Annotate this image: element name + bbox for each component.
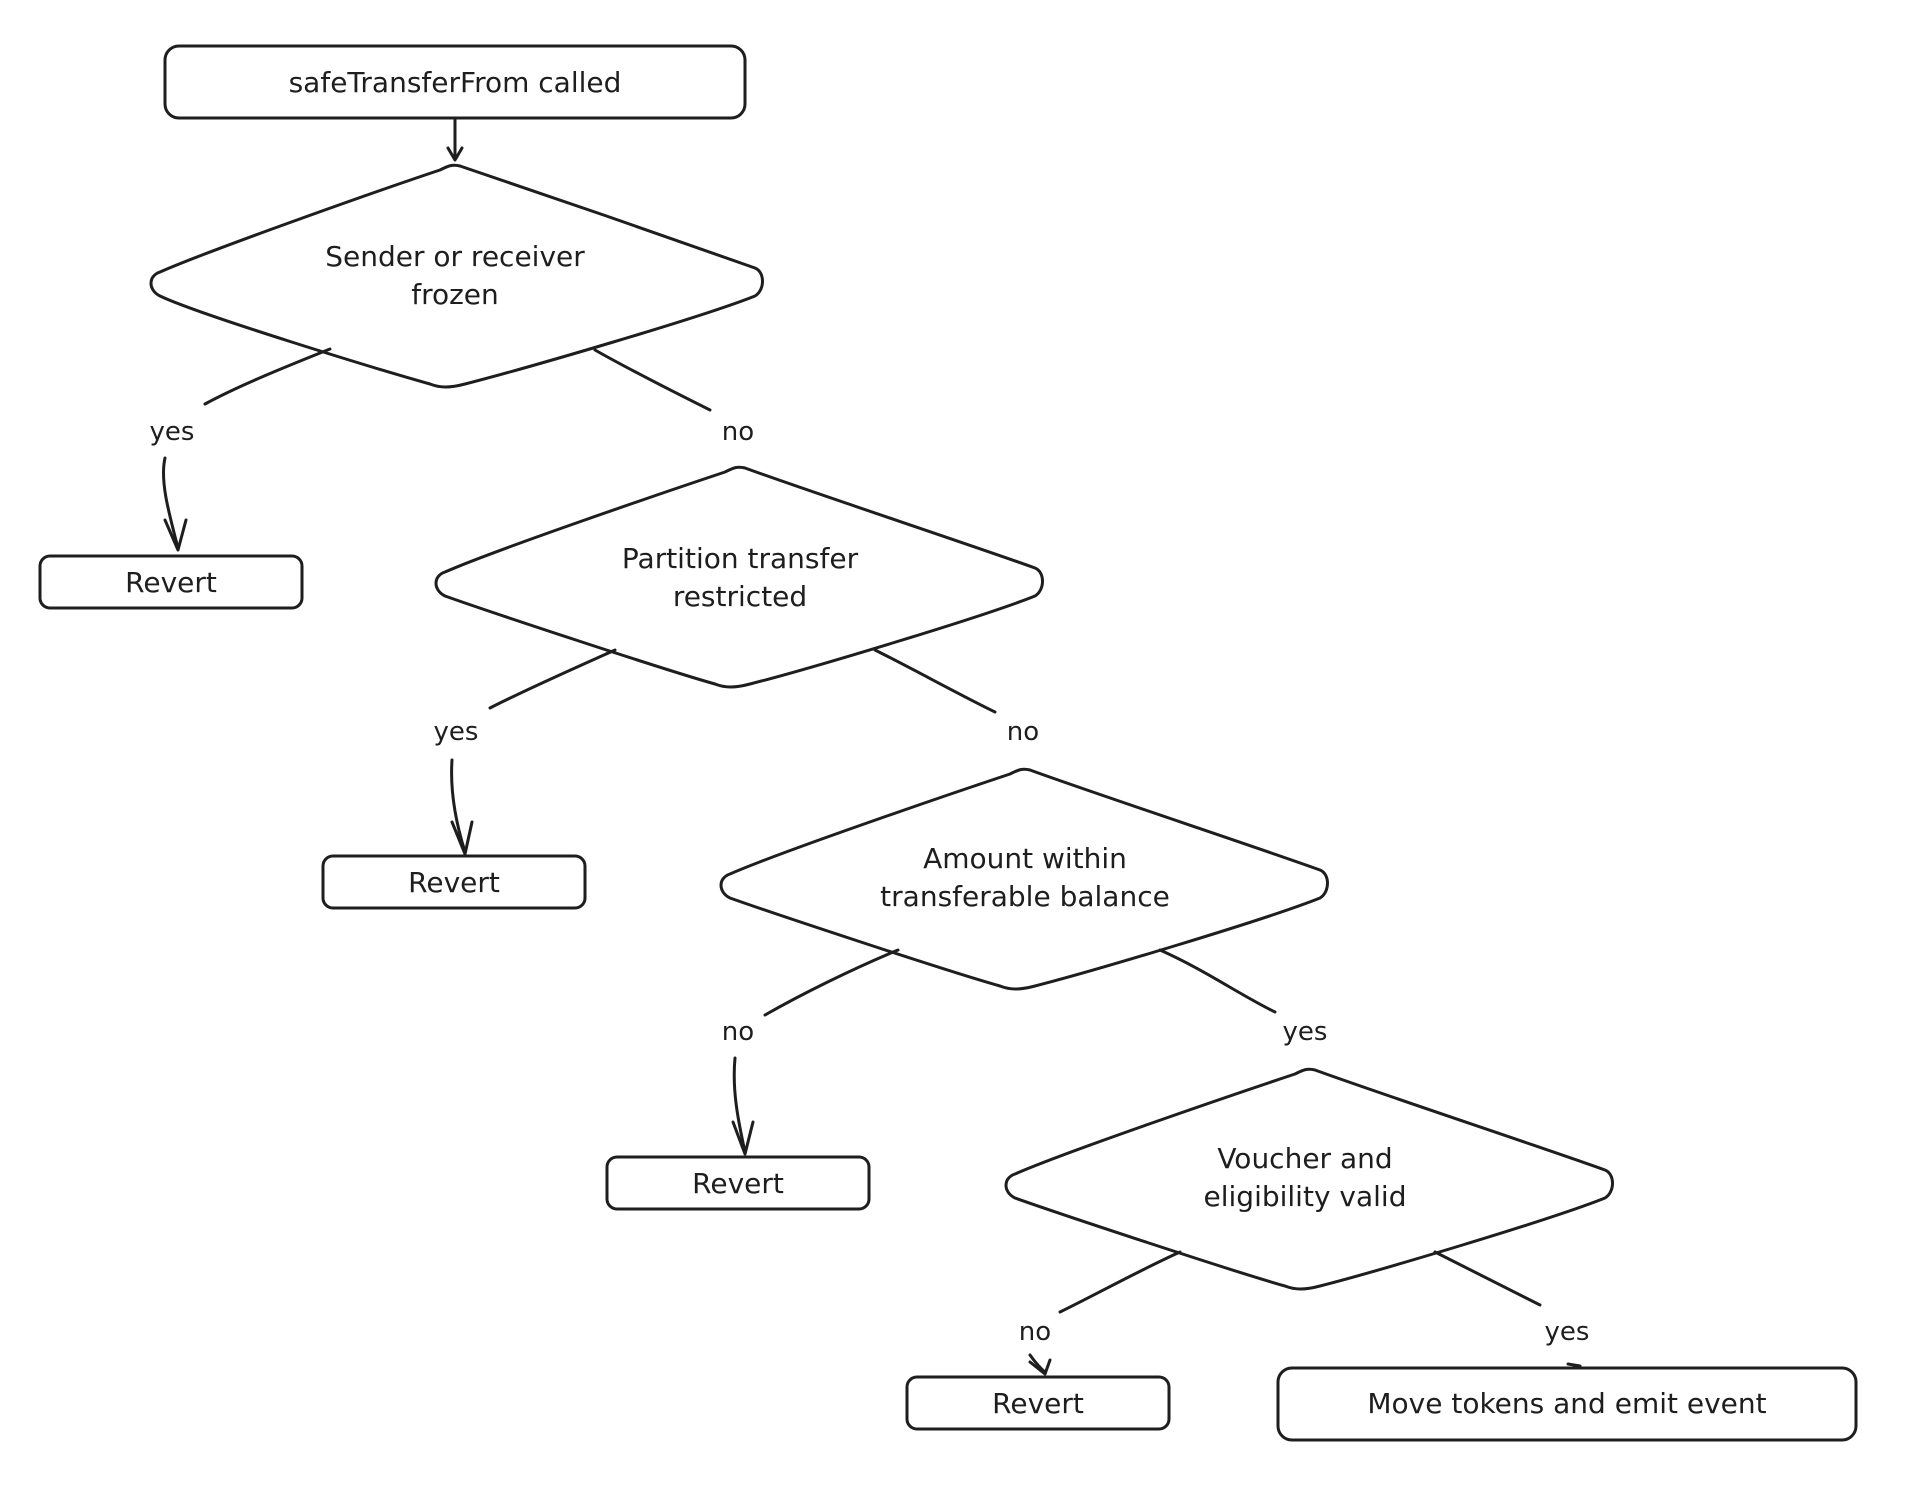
edge-label-partition-yes: yes [434,717,479,747]
decision-frozen-label-line1: Sender or receiver [325,240,585,273]
decision-frozen: Sender or receiver frozen [149,163,764,389]
revert-node-4-label: Revert [992,1387,1084,1420]
edge-voucher-yes [1433,1250,1542,1307]
edge-voucher-no-lower [1028,1353,1047,1374]
edge-voucher-no [1058,1250,1182,1314]
edge-label-frozen-no: no [722,417,754,447]
arrowhead-start-to-frozen [446,146,464,162]
decision-frozen-label-line2: frozen [411,278,499,311]
edge-amount-yes [1158,948,1277,1014]
decision-partition-label-line1: Partition transfer [622,542,859,575]
edge-label-voucher-no: no [1019,1317,1051,1347]
decision-voucher-label-line2: eligibility valid [1204,1180,1407,1213]
arrowhead-amount-no [731,1120,755,1156]
edge-partition-no [873,648,997,714]
decision-voucher-label-line1: Voucher and [1217,1142,1392,1175]
arrowhead-voucher-no [1028,1358,1052,1376]
revert-node-2-label: Revert [408,866,500,899]
edge-label-partition-no: no [1007,717,1039,747]
arrowhead-voucher-yes [1566,1362,1582,1368]
decision-amount: Amount within transferable balance [719,767,1329,991]
edge-amount-no-lower [732,1056,747,1154]
start-node-label: safeTransferFrom called [289,66,622,99]
move-tokens-node: Move tokens and emit event [1276,1366,1858,1442]
edge-label-voucher-yes: yes [1545,1317,1590,1347]
start-node: safeTransferFrom called [163,44,747,120]
arrowhead-partition-yes [450,820,474,856]
revert-node-4: Revert [905,1375,1171,1431]
edge-partition-yes-lower [450,758,467,854]
edge-partition-yes [488,648,617,710]
arrowhead-frozen-yes [163,518,188,552]
edge-label-frozen-yes: yes [150,417,195,447]
edge-amount-no [763,948,900,1017]
decision-partition: Partition transfer restricted [434,465,1044,689]
revert-node-2: Revert [321,854,587,910]
edge-frozen-yes [203,347,332,406]
revert-node-3-label: Revert [692,1167,784,1200]
edge-frozen-yes-lower [161,456,180,550]
decision-amount-label-line2: transferable balance [880,880,1170,913]
edge-label-amount-yes: yes [1283,1017,1328,1047]
move-tokens-node-label: Move tokens and emit event [1367,1387,1766,1420]
decision-partition-label-line2: restricted [673,580,807,613]
decision-voucher: Voucher and eligibility valid [1004,1067,1614,1291]
revert-node-3: Revert [605,1155,871,1211]
edge-frozen-no [593,348,712,412]
revert-node-1-label: Revert [125,566,217,599]
edge-label-amount-no: no [722,1017,754,1047]
revert-node-1: Revert [38,554,304,610]
decision-amount-label-line1: Amount within [923,842,1127,875]
